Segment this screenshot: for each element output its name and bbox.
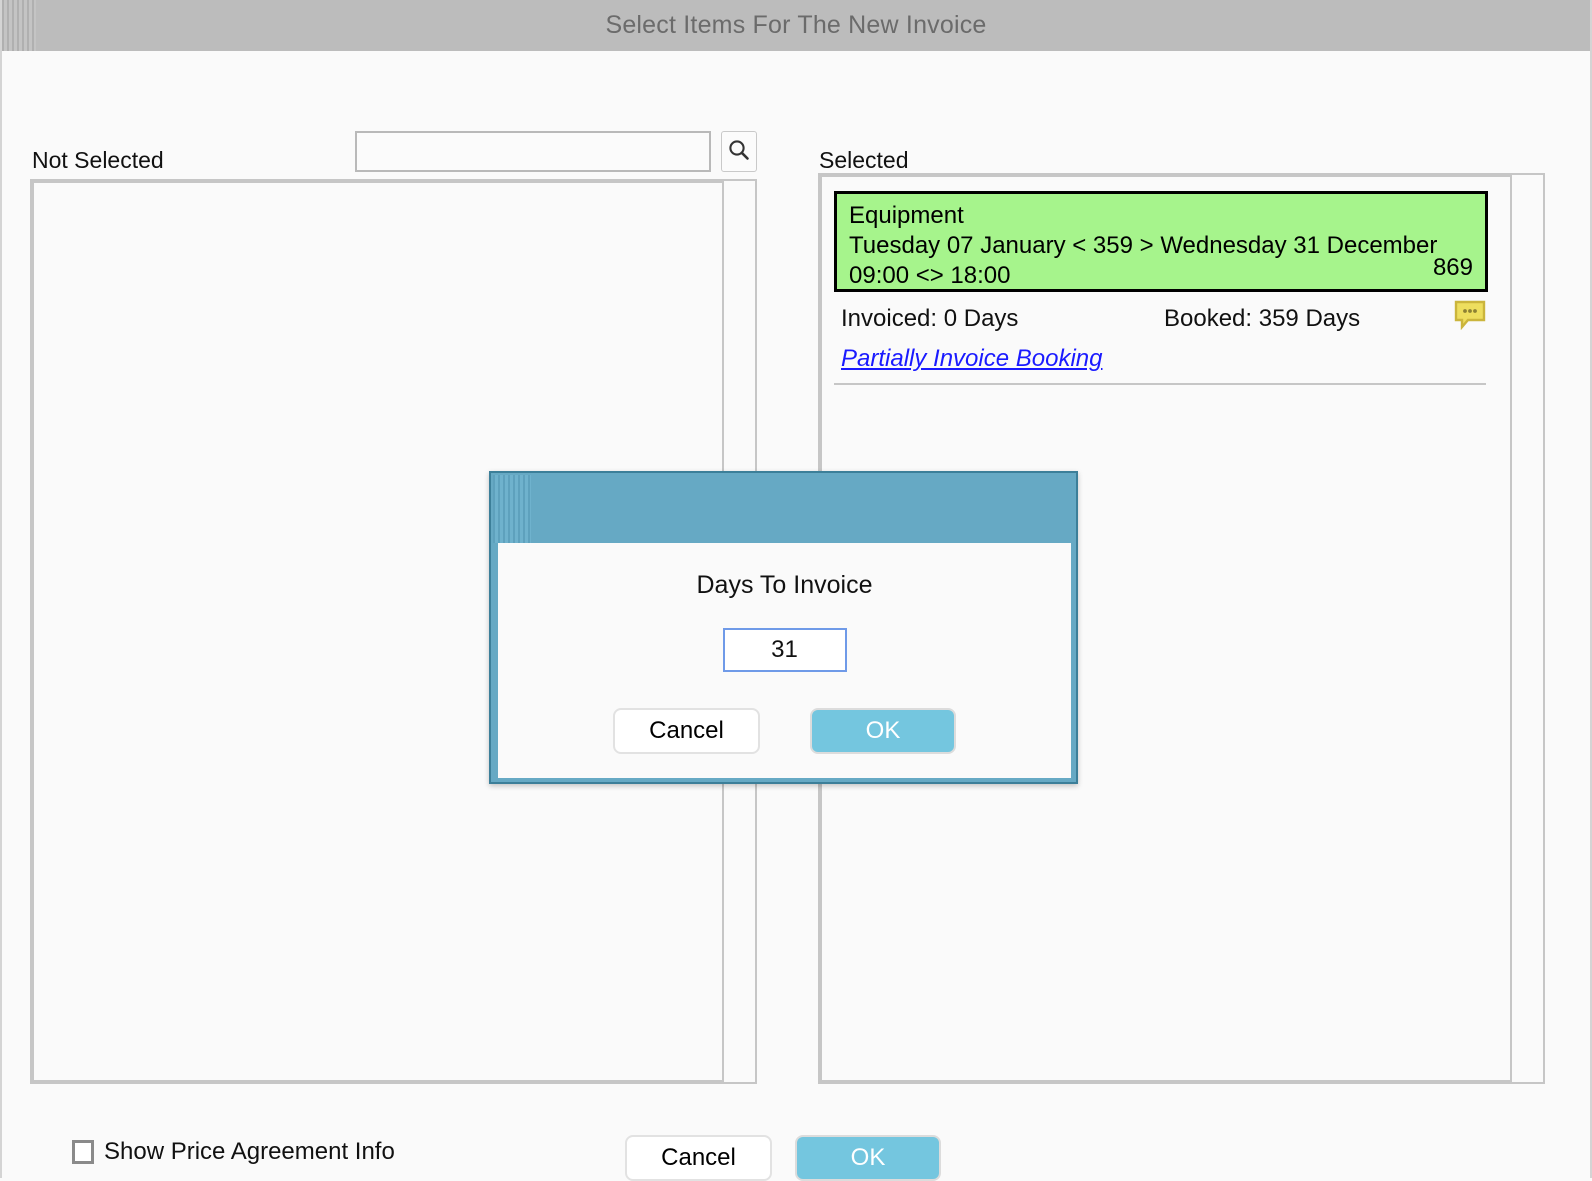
selected-label: Selected <box>819 147 909 173</box>
window-drag-grip[interactable] <box>2 0 36 51</box>
list-item[interactable]: Equipment Tuesday 07 January < 359 > Wed… <box>834 191 1488 385</box>
search-input[interactable] <box>355 131 711 172</box>
list-item-divider <box>834 383 1486 385</box>
cancel-button[interactable]: Cancel <box>625 1135 772 1181</box>
search-button[interactable] <box>721 131 757 172</box>
dialog-ok-button[interactable]: OK <box>810 708 956 754</box>
days-to-invoice-dialog: Days To Invoice Cancel OK <box>489 471 1078 784</box>
show-price-agreement-label: Show Price Agreement Info <box>104 1138 395 1165</box>
selected-item-period: Tuesday 07 January < 359 > Wednesday 31 … <box>849 232 1438 259</box>
show-price-agreement-checkbox[interactable] <box>72 1140 94 1164</box>
dialog-cancel-button[interactable]: Cancel <box>613 708 760 754</box>
search-icon <box>727 138 751 165</box>
partially-invoice-booking-link[interactable]: Partially Invoice Booking <box>841 345 1103 372</box>
selected-scrollbar[interactable] <box>1510 175 1543 1082</box>
window-title: Select Items For The New Invoice <box>605 11 987 39</box>
booked-days: Booked: 359 Days <box>1164 305 1361 332</box>
dialog-drag-grip[interactable] <box>493 475 531 543</box>
dialog-buttons: Cancel OK <box>498 708 1071 754</box>
dialog-body: Days To Invoice Cancel OK <box>498 543 1071 778</box>
window-titlebar: Select Items For The New Invoice <box>2 0 1590 51</box>
selected-item-meta: Invoiced: 0 Days Booked: 359 Days <box>834 292 1488 342</box>
note-comment-icon[interactable] <box>1454 300 1486 331</box>
ok-button[interactable]: OK <box>795 1135 941 1181</box>
selected-item-name: Equipment <box>849 202 964 229</box>
window-content: Not Selected Selected Equipment <box>2 51 1590 1181</box>
days-to-invoice-input[interactable] <box>722 628 847 672</box>
dialog-title: Days To Invoice <box>696 571 873 599</box>
show-price-agreement-checkbox-row[interactable]: Show Price Agreement Info <box>72 1138 395 1166</box>
invoiced-days: Invoiced: 0 Days <box>841 305 1019 332</box>
selected-item-times: 09:00 <> 18:00 <box>849 262 1011 289</box>
selected-item-header[interactable]: Equipment Tuesday 07 January < 359 > Wed… <box>834 191 1488 292</box>
selected-item-quantity: 869 <box>1432 254 1473 281</box>
bottom-action-bar: Show Price Agreement Info Cancel OK <box>2 1084 1590 1181</box>
partially-invoice-link-wrap: Partially Invoice Booking <box>834 342 1488 383</box>
not-selected-label: Not Selected <box>32 147 164 173</box>
